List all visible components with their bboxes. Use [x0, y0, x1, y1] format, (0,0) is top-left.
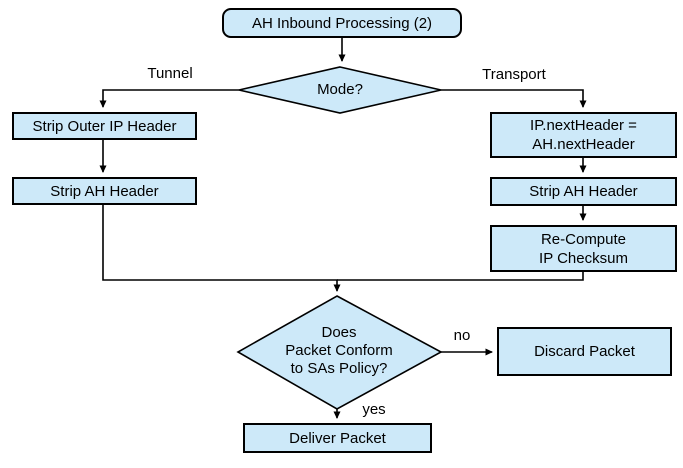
strip-ah-header-left-label: Strip AH Header [50, 182, 159, 200]
edge-stripah-policy [102, 205, 341, 292]
deliver-packet-label: Deliver Packet [289, 429, 386, 447]
policy-decision-line2: Packet Conform [285, 342, 393, 359]
policy-decision-label: Does Packet Conform to SAs Policy? [254, 324, 424, 378]
ip-nextheader-line2: AH.nextHeader [532, 136, 635, 153]
deliver-packet-node: Deliver Packet [243, 423, 432, 453]
strip-ah-header-right-label: Strip AH Header [529, 183, 638, 200]
ip-nextheader-node: IP.nextHeader = AH.nextHeader [490, 112, 677, 158]
strip-outer-ip-header-node: Strip Outer IP Header [12, 112, 197, 140]
start-node-label: AH Inbound Processing (2) [251, 14, 433, 32]
no-branch-label: no [453, 327, 471, 344]
mode-decision-diamond [238, 66, 442, 114]
start-node: AH Inbound Processing (2) [222, 8, 462, 38]
recompute-checksum-line2: IP Checksum [539, 249, 628, 267]
discard-packet-label: Discard Packet [534, 343, 635, 360]
edge-mode-tunnel [99, 89, 239, 108]
edge-mode-transport [441, 89, 587, 108]
discard-packet-node: Discard Packet [497, 327, 672, 376]
strip-outer-ip-header-label: Strip Outer IP Header [32, 117, 177, 135]
edge-recompute-converge [337, 272, 584, 281]
tunnel-branch-label: Tunnel [147, 65, 193, 82]
transport-branch-label: Transport [482, 66, 546, 83]
policy-decision-line1: Does [321, 324, 357, 341]
policy-decision-diamond [236, 295, 443, 410]
strip-ah-header-right-node: Strip AH Header [490, 177, 677, 206]
yes-branch-label: yes [362, 401, 386, 418]
recompute-checksum-line1: Re-Compute [540, 230, 627, 248]
recompute-checksum-node: Re-Compute IP Checksum [490, 225, 677, 272]
mode-decision-label: Mode? [317, 81, 363, 98]
policy-decision-line3: to SAs Policy? [290, 360, 388, 377]
strip-ah-header-left-node: Strip AH Header [12, 177, 197, 205]
ip-nextheader-line1: IP.nextHeader = [530, 117, 637, 134]
